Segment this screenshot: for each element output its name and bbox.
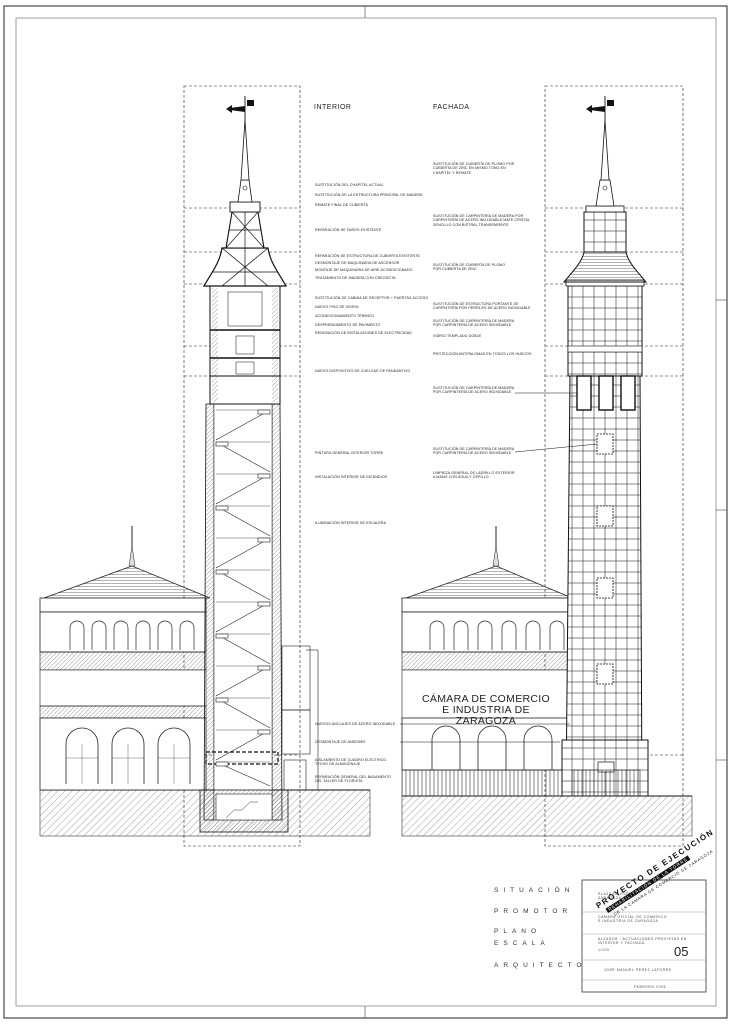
stair-flight [215, 505, 271, 537]
stair-rest [257, 729, 271, 735]
title-value-situacion: PLAZA DE ESPAÑA ZARAGOZA [598, 892, 638, 901]
interior-note: REPARACIÓN DE ESTRUCTURA DE CUBIERTA EXI… [315, 254, 421, 258]
title-label-situacion: SITUACIÓN [494, 887, 575, 894]
facade-upper-body [562, 96, 648, 377]
interior-note: NUEVO PISO DE VIDRIO [315, 305, 359, 309]
stair-flight [215, 633, 271, 665]
fachada-header: FACHADA [433, 104, 470, 111]
title-value-escala: 1/100 [598, 948, 610, 952]
title-label-plano: PLANO [494, 928, 542, 935]
stair-rest [215, 761, 229, 767]
fachada-note: LIMPIEZA GENERAL DE LADRILLO EXTERIOR A … [433, 471, 515, 480]
section-right-annex [281, 645, 319, 791]
interior-note: SUSTITUCIÓN DE LA ESTRUCTURA PRINCIPAL D… [315, 193, 423, 197]
title-block-frame [581, 879, 707, 993]
title-value-fecha: FEBRERO 2006 [634, 985, 667, 989]
fachada-note: SUSTITUCIÓN DE CARPINTERÍA DE MADERA POR… [433, 386, 515, 395]
fachada-note: SUSTITUCIÓN DE CARPINTERÍA DE MADERA POR… [433, 214, 530, 227]
interior-note: MONTAJE DE MAQUINARIA DE AIRE ACONDICION… [315, 268, 413, 272]
interior-note: DESMONTAJE DE ANDENES [315, 740, 366, 744]
inner-border [15, 17, 717, 1007]
building-sign: CÁMARA DE COMERCIO E INDUSTRIA DE ZARAGO… [418, 694, 554, 727]
fachada-note: SUSTITUCIÓN DE CARPINTERÍA DE MADERA POR… [433, 447, 515, 456]
section-tower-shaft [199, 403, 289, 833]
section-upper-chamber [209, 285, 281, 405]
interior-header: INTERIOR [314, 104, 352, 111]
stair-rest [257, 409, 271, 415]
interior-note: TRATAMIENTO DE MADERA CON CREOSOTA [315, 276, 396, 280]
stair-flight [215, 601, 271, 633]
sheet-border [3, 5, 728, 1019]
title-value-plano: ALZADOS · ACTUACIONES PREVISTAS EN INTER… [598, 937, 687, 946]
interior-note: SUSTITUCIÓN DE CABINA DE RECEPTOR + PUER… [315, 296, 429, 300]
fachada-note: SUSTITUCIÓN DE CUBIERTA DE PLOMO POR CUB… [433, 162, 515, 175]
stair-rest [215, 633, 229, 639]
building-sign-line1: CÁMARA DE COMERCIO [422, 693, 550, 705]
interior-note: NUEVO DISPOSITIVO DE CUELGUE DE PANDANTI… [315, 369, 411, 373]
interior-note: NUEVOS ANCLAJES DE ACERO INOXIDABLE [315, 722, 396, 726]
stair-flight [215, 537, 271, 569]
stair-rest [215, 697, 229, 703]
fachada-note: SUSTITUCIÓN DE ESTRUCTURA PORTANTE DE CA… [433, 302, 531, 311]
interior-note: DESMONTAJE DE MAQUINARIA DE ASCENSOR [315, 261, 400, 265]
title-value-promotor: CÁMARA OFICIAL DE COMERCIO E INDUSTRIA D… [598, 915, 668, 924]
stair-flight [215, 697, 271, 729]
interior-note: ACONDICIONAMIENTO TÉRMICO [315, 314, 375, 318]
interior-note: AISLAMIENTO DE CUADRO ELÉCTRICO TECHO DE… [315, 758, 387, 767]
interior-note: INSTALACIÓN INTERIOR DE INCENDIOS [315, 475, 388, 479]
building-sign-line2: E INDUSTRIA DE ZARAGOZA [442, 704, 530, 727]
interior-note: REPARACIÓN DE FAROS EXISTENTE [315, 228, 382, 232]
section-roof-frame [202, 96, 288, 287]
stair-rest [257, 601, 271, 607]
fachada-note: VIDRIO TEMPLADO DOBLE [433, 334, 482, 338]
interior-note: REMATE FINAL DE CUBIERTA [315, 203, 368, 207]
interior-note: PINTURA GENERAL INTERIOR TORRE [315, 451, 384, 455]
stair-flight [215, 409, 271, 441]
section-staircase [215, 409, 271, 787]
title-label-escala: ESCALA [494, 940, 550, 947]
stair-rest [215, 441, 229, 447]
stair-flight [215, 665, 271, 697]
section-adjacent-building [39, 526, 211, 791]
interior-note: RENOVACIÓN DE INSTALACIONES DE ELECTRICI… [315, 331, 413, 335]
stair-flight [215, 729, 271, 761]
interior-note: DESPRENDIMIENTO DE PAVIMENTO [315, 323, 381, 327]
stair-flight [215, 441, 271, 473]
title-label-arquitecto: ARQUITECTO [494, 962, 587, 969]
stair-flight [215, 569, 271, 601]
title-value-arquitecto: JOSÉ MANUEL PÉREZ LATORRE [604, 968, 672, 972]
stair-flight [215, 473, 271, 505]
interior-note: SUSTITUCIÓN DEL CHAPITEL ACTUAL [315, 183, 384, 187]
stair-rest [257, 537, 271, 543]
leader-lines [400, 392, 598, 743]
stair-rest [257, 473, 271, 479]
sheet-number: 05 [674, 944, 689, 959]
stair-rest [257, 665, 271, 671]
stair-rest [215, 505, 229, 511]
interior-note: ILUMINACIÓN INTERIOR DE ESCALERA [315, 521, 387, 525]
fachada-note: PROTECCIÓN ANTIPALOMAS EN TODOS LOS HUEC… [433, 352, 532, 356]
fachada-note: SUSTITUCIÓN DE CARPINTERÍA DE MADERA POR… [433, 319, 515, 328]
facade-adjacent-building [401, 526, 573, 797]
interior-note: REPARACIÓN GENERAL DEL BASAMENTO DEL TAL… [315, 775, 392, 784]
title-label-promotor: PROMOTOR [494, 908, 573, 915]
facade-ground [401, 795, 693, 837]
stair-rest [215, 569, 229, 575]
fachada-note: SUSTITUCIÓN DE CUBIERTA DE PLOMO POR CUB… [433, 263, 506, 272]
